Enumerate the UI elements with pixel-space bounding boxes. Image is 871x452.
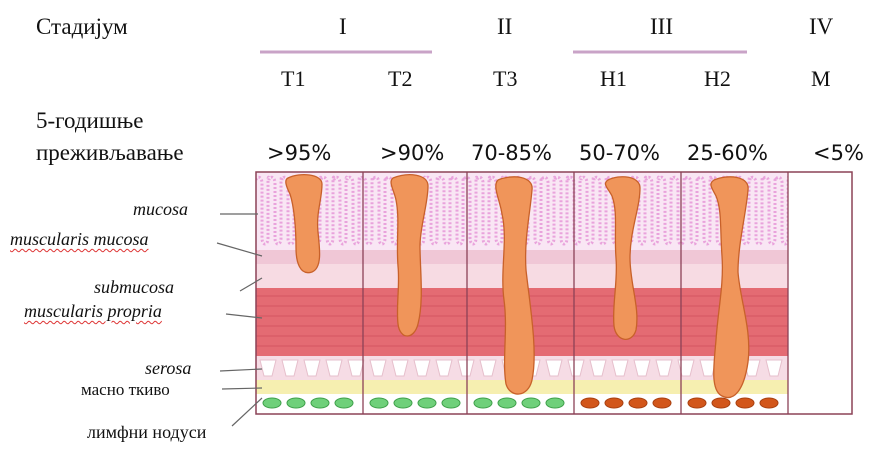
lymph-node-invaded bbox=[712, 398, 730, 408]
lymph-node bbox=[370, 398, 388, 408]
lymph-node bbox=[546, 398, 564, 408]
lymph-node-invaded bbox=[605, 398, 623, 408]
lymph-node-invaded bbox=[736, 398, 754, 408]
label-serosa: serosa bbox=[145, 358, 191, 379]
lymph-node bbox=[474, 398, 492, 408]
lymph-node bbox=[394, 398, 412, 408]
label-mucosa: mucosa bbox=[133, 199, 188, 220]
label-lymph-nodes: лимфни нодуси bbox=[87, 422, 206, 443]
label-muscularis-propria: muscularis propria bbox=[24, 301, 162, 322]
label-fat: масно ткиво bbox=[81, 380, 170, 400]
lymph-node bbox=[311, 398, 329, 408]
lymph-node-invaded bbox=[629, 398, 647, 408]
lymph-node-invaded bbox=[581, 398, 599, 408]
lymph-node bbox=[498, 398, 516, 408]
lymph-node bbox=[418, 398, 436, 408]
metastasis-column bbox=[788, 172, 852, 414]
label-submucosa: submucosa bbox=[94, 277, 174, 298]
lymph-node bbox=[263, 398, 281, 408]
lymph-node bbox=[522, 398, 540, 408]
lymph-node-invaded bbox=[688, 398, 706, 408]
lymph-node bbox=[287, 398, 305, 408]
lymph-node bbox=[335, 398, 353, 408]
lymph-node-invaded bbox=[653, 398, 671, 408]
lymph-node bbox=[442, 398, 460, 408]
lymph-node-invaded bbox=[760, 398, 778, 408]
label-muscularis-mucosa: muscularis mucosa bbox=[10, 229, 149, 250]
